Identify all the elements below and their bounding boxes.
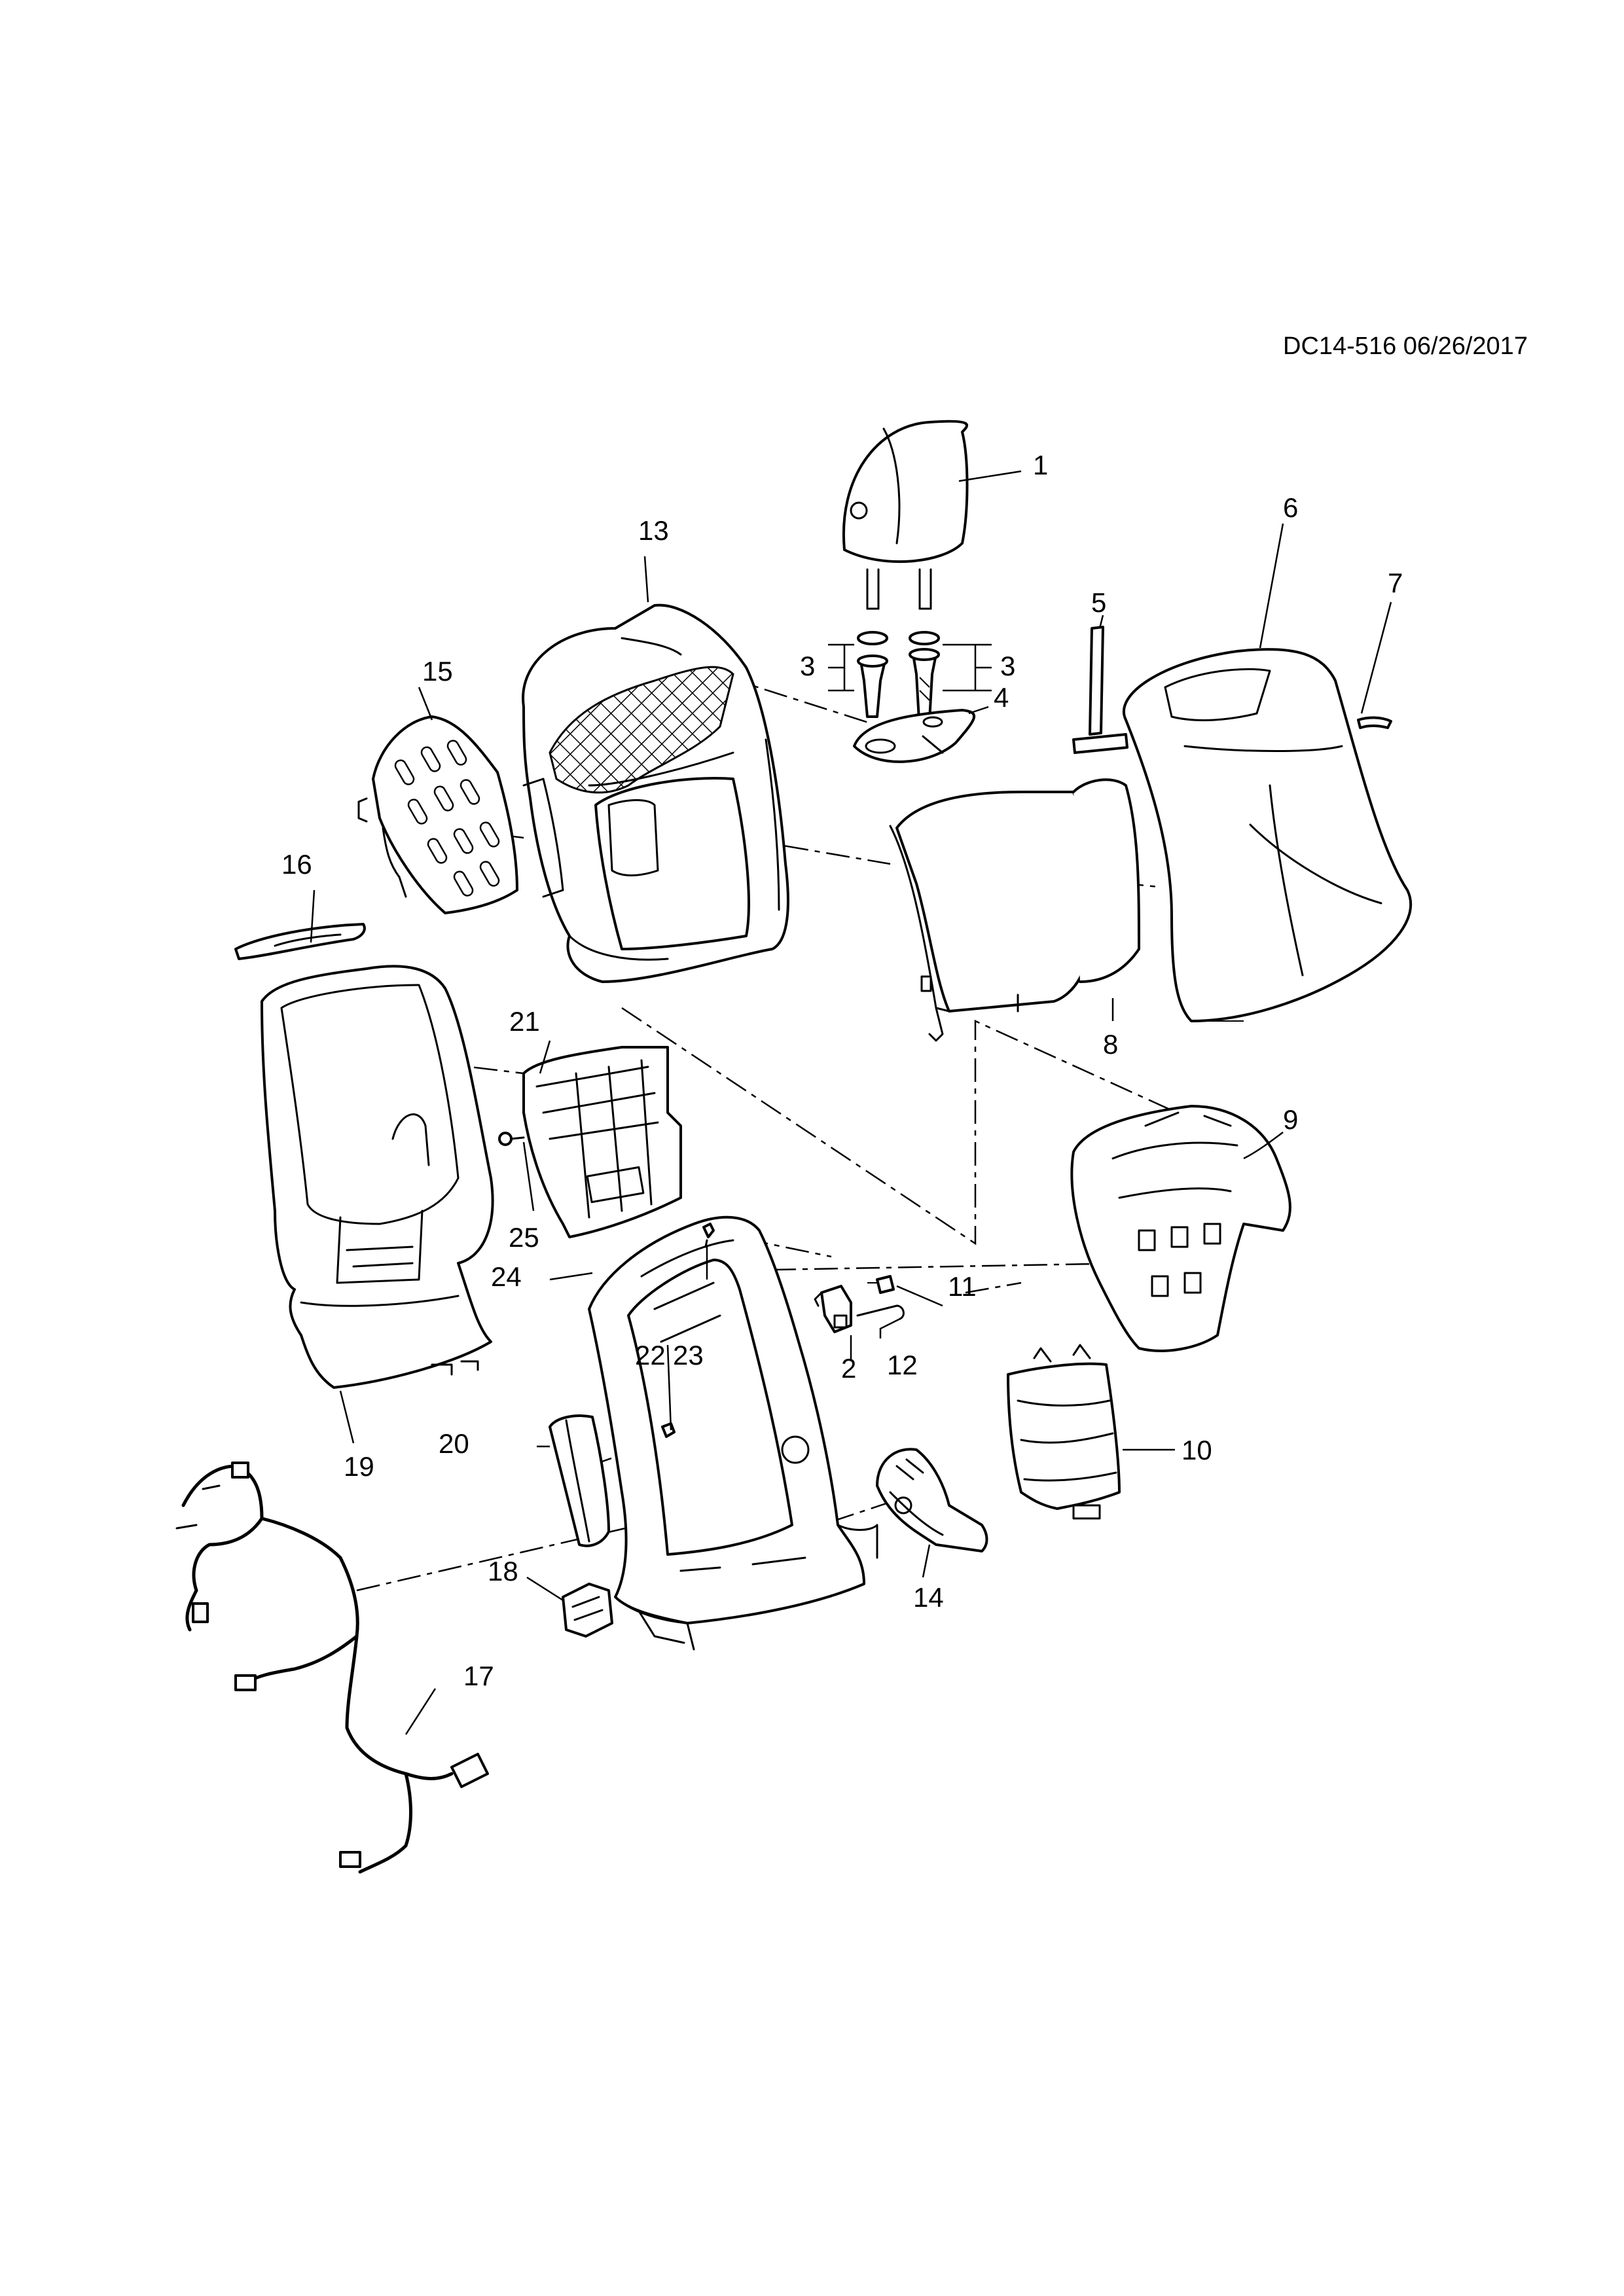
callout-3-right: 3 [1000,651,1015,681]
callout-16: 16 [281,849,312,880]
part-18-recliner-motor [562,1583,613,1638]
part-19-rear-panel [261,965,494,1389]
callout-9: 9 [1283,1104,1298,1135]
callout-3-left: 3 [800,651,815,681]
part-1-headrest [842,420,969,610]
part-8-back-panel-pad [889,778,1140,1042]
callout-11: 11 [948,1271,977,1302]
callout-12: 12 [887,1350,918,1380]
callout-numbers: 1 2 3 3 4 5 6 7 8 9 10 11 12 13 14 15 16… [281,450,1403,1691]
part-10-heater-mat [1007,1344,1121,1520]
callout-21: 21 [509,1006,540,1037]
part-12-spring-clip [856,1304,905,1320]
part-16-upper-trim [234,923,366,960]
callout-13: 13 [638,515,669,546]
callout-14: 14 [913,1582,944,1613]
part-5-clip [1072,626,1128,754]
part-4-guide-bezel [853,709,976,763]
part-13-seat-back-cushion [522,603,789,983]
callout-23: 23 [673,1340,704,1371]
part-15-lumbar-support [357,715,518,914]
callout-18: 18 [488,1556,518,1587]
document-id-label: DC14-516 06/26/2017 [1283,332,1528,360]
part-24-seat-back-frame [588,1215,878,1651]
part-22-part-23-fasteners [661,1223,715,1438]
part-9-back-support-module [1070,1105,1291,1352]
part-21-control-module [522,1046,682,1238]
leader-lines [310,470,1392,1735]
part-11-retainer [867,1275,895,1294]
callout-7: 7 [1388,567,1403,598]
callout-24: 24 [491,1261,522,1292]
callout-2: 2 [841,1353,856,1384]
part-7-strap [1357,716,1392,729]
part-14-recliner-cover [876,1448,988,1552]
part-17-wiring-harness [175,1462,489,1874]
callout-6: 6 [1283,492,1298,523]
callout-15: 15 [422,656,453,687]
callout-10: 10 [1182,1435,1212,1465]
callout-17: 17 [463,1660,494,1691]
part-6-seat-back-cover [1123,648,1412,1022]
callout-5: 5 [1091,587,1106,618]
callout-4: 4 [994,682,1009,713]
callout-25: 25 [509,1222,539,1253]
part-3-headrest-guides [857,631,940,721]
callout-22: 22 [635,1340,666,1371]
callout-1: 1 [1033,450,1048,480]
callout-20: 20 [439,1428,469,1459]
part-25-bolt [498,1132,525,1146]
part-2-sensor [814,1285,852,1333]
part-20-side-airbag [549,1414,610,1547]
callout-19: 19 [344,1451,374,1482]
callout-8: 8 [1103,1029,1118,1060]
